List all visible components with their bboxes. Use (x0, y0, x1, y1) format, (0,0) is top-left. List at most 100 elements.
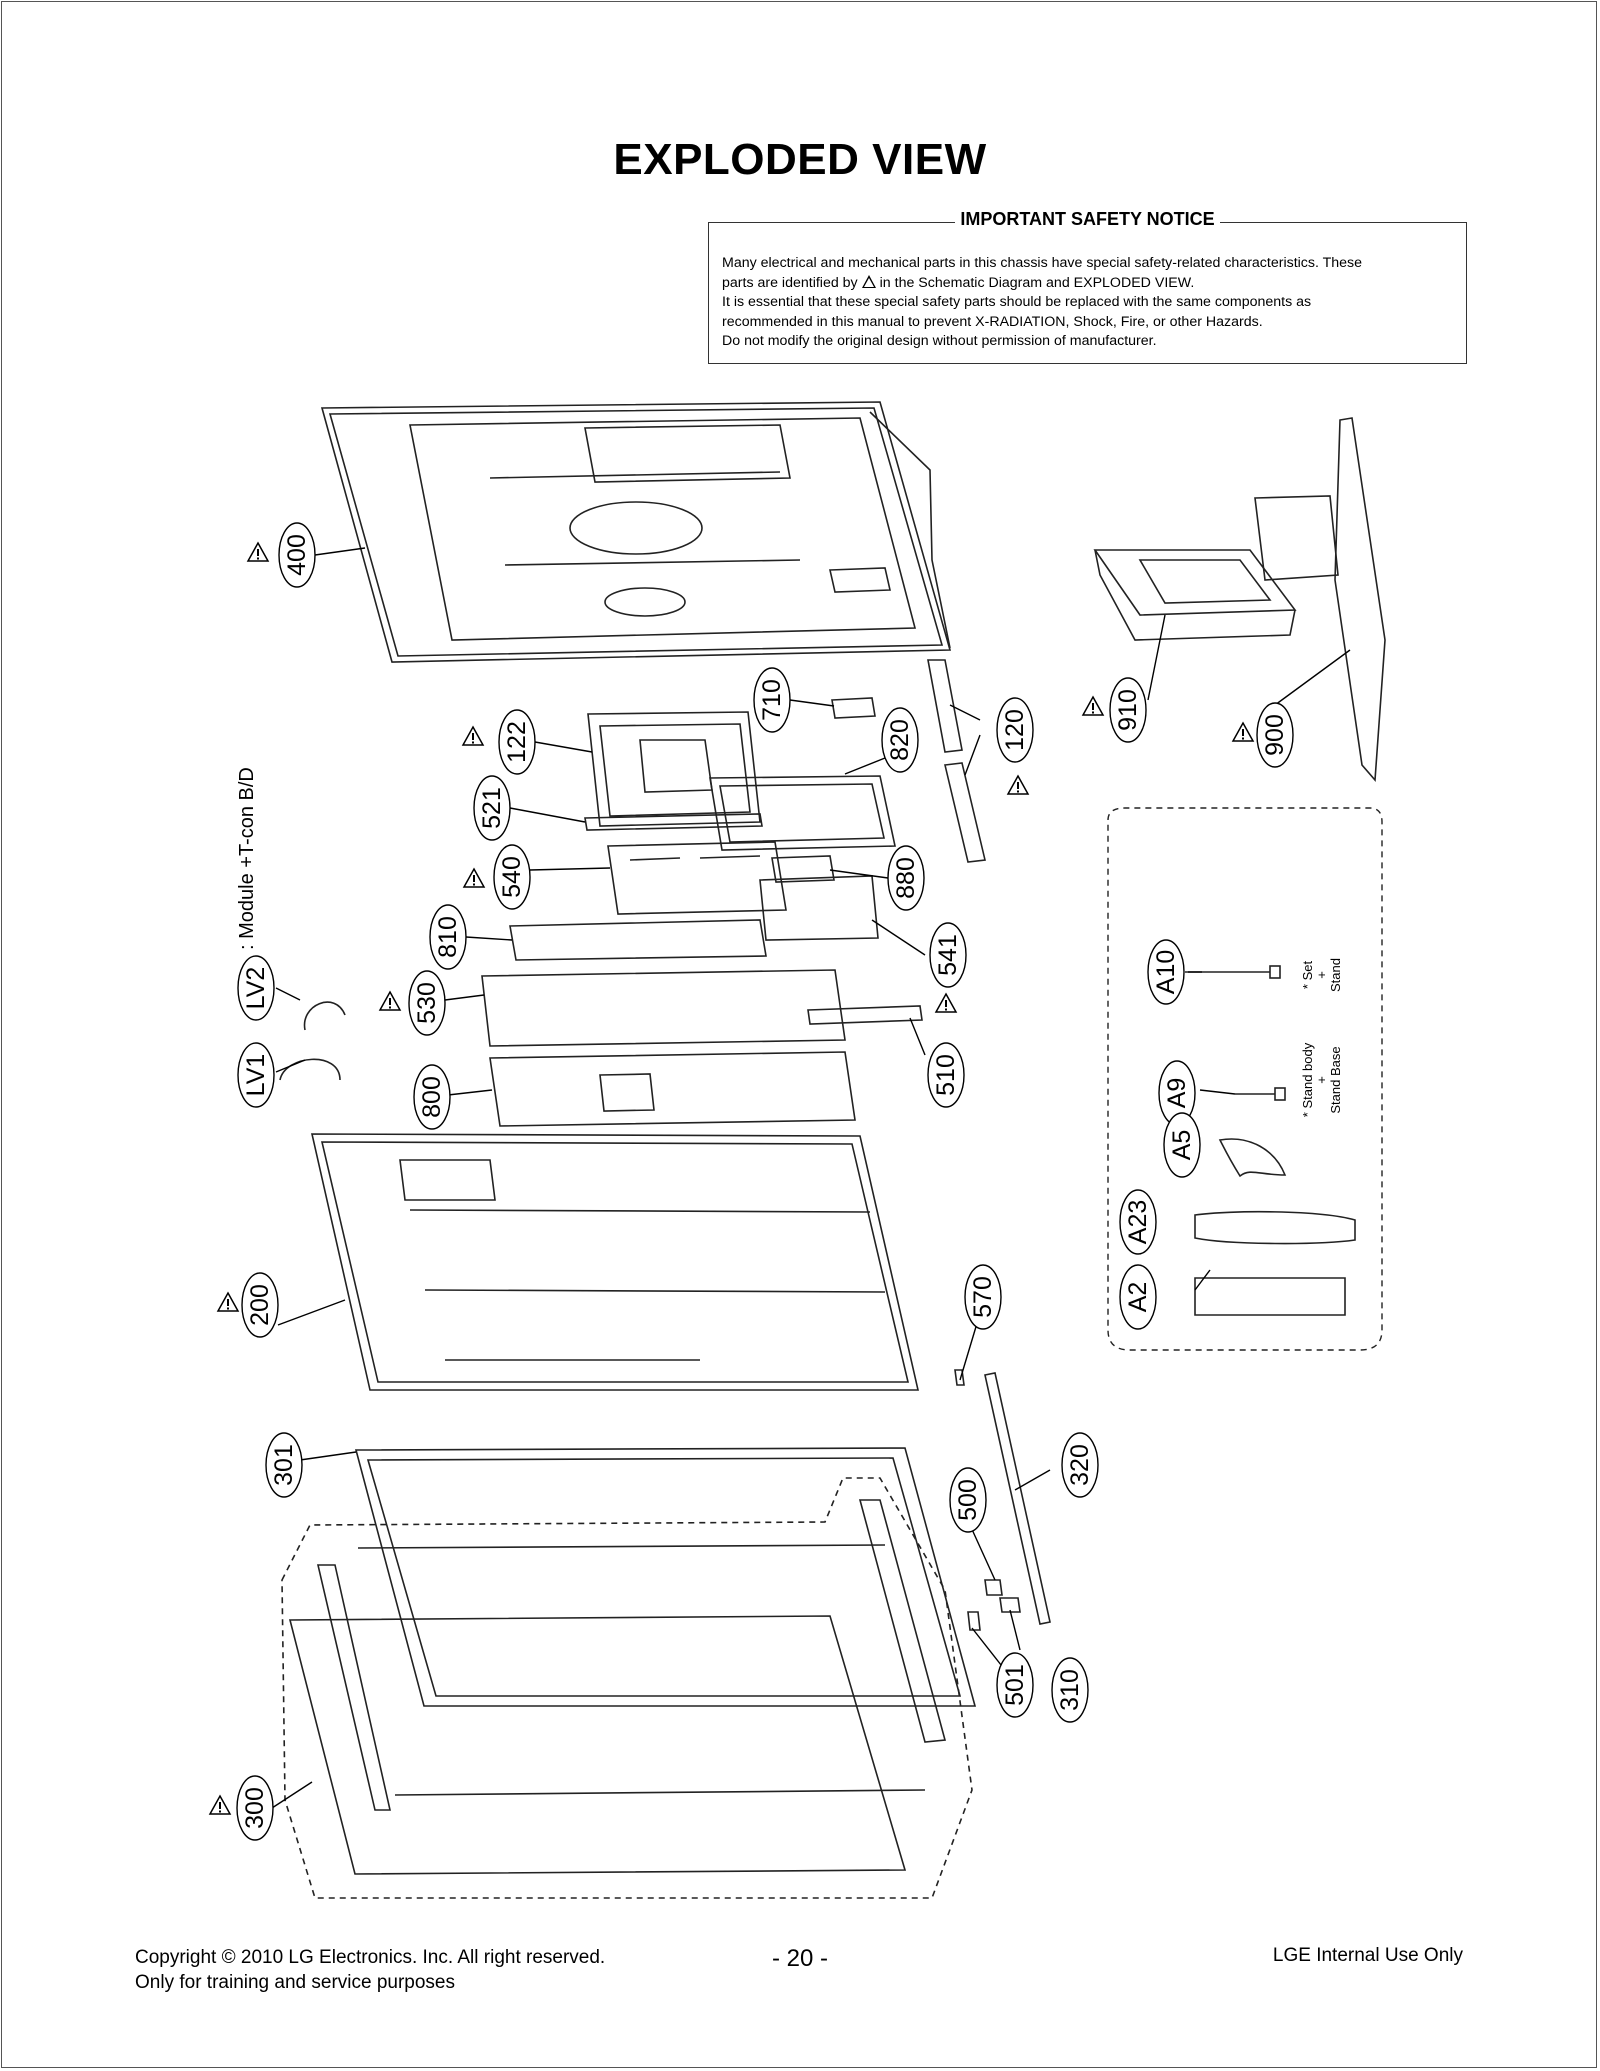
part-320-drawing (984, 1372, 1051, 1625)
warning-triangle-icon-910 (1082, 696, 1104, 716)
callout-ellipses (236, 522, 1294, 1841)
note-stand-line-3: Stand Base (1328, 1046, 1343, 1113)
callout-880: 880 (892, 857, 920, 899)
screw-a9-head (1274, 1087, 1286, 1101)
bottom-rail-drawing (394, 1789, 926, 1796)
callout-900: 900 (1261, 714, 1289, 756)
accessory-notes: * Set + Stand * Stand body + Stand Base (1300, 958, 1343, 1117)
note-set-line-1: * Set (1300, 961, 1315, 990)
panel-300-drawing (288, 1615, 907, 1875)
side-rail-left-drawing (316, 1564, 391, 1811)
part-710-drawing (831, 697, 876, 719)
part-310-drawing (999, 1597, 1021, 1613)
callout-521: 521 (478, 787, 506, 829)
callout-910: 910 (1114, 689, 1142, 731)
callout-800: 800 (418, 1076, 446, 1118)
warning-triangle-icon-400 (247, 542, 269, 562)
callout-501: 501 (1001, 1664, 1029, 1706)
safety-notice-box: IMPORTANT SAFETY NOTICE Many electrical … (708, 209, 1467, 364)
callout-122: 122 (503, 721, 531, 763)
callout-400: 400 (283, 534, 311, 576)
callout-820: 820 (886, 719, 914, 761)
part-510-drawing (807, 1005, 923, 1025)
callout-710: 710 (758, 679, 786, 721)
leader-lines (271, 547, 1351, 1809)
module-tcon-label: : Module +T-con B/D (236, 767, 258, 950)
callout-300: 300 (241, 1787, 269, 1829)
notice-line-4: recommended in this manual to prevent X-… (722, 313, 1263, 330)
callout-301: 301 (270, 1444, 298, 1486)
screw-a10-head (1269, 965, 1281, 979)
notice-line-5: Do not modify the original design withou… (722, 333, 1157, 349)
callout-lv2: LV2 (242, 967, 270, 1010)
accessory-drawings (1185, 965, 1356, 1316)
safety-notice-heading: IMPORTANT SAFETY NOTICE (709, 209, 1466, 230)
lv2-cable-drawing (303, 1001, 346, 1031)
callout-510: 510 (932, 1054, 960, 1096)
note-set-line-2: + (1314, 971, 1329, 979)
part-120-lower-drawing (944, 762, 986, 863)
callout-320: 320 (1066, 1444, 1094, 1486)
part-540-drawing (607, 841, 787, 915)
callout-120: 120 (1001, 709, 1029, 751)
warning-triangle-icon (861, 274, 876, 288)
callout-a9: A9 (1163, 1078, 1191, 1109)
accessories-box (1107, 807, 1383, 1351)
callout-200: 200 (246, 1284, 274, 1326)
notice-line-1: Many electrical and mechanical parts in … (722, 255, 1363, 271)
back-cover-drawing (320, 401, 952, 663)
part-570-drawing (954, 1369, 965, 1386)
a5-shape-drawing (1218, 1138, 1287, 1178)
notice-line-3: It is essential that these special safet… (722, 294, 1312, 310)
warning-triangle-icon-900 (1232, 722, 1254, 742)
part-541-drawing (759, 875, 879, 941)
part-880-drawing (771, 855, 835, 883)
part-122-drawing (587, 711, 761, 827)
warning-triangle-icon-122 (462, 726, 484, 746)
stand-drawing (1093, 417, 1386, 782)
warning-triangle-icon-300 (209, 1795, 231, 1815)
part-500-drawing (984, 1579, 1003, 1596)
module-200-drawing (310, 1133, 920, 1391)
callout-a10: A10 (1152, 950, 1180, 994)
part-800-drawing (489, 1051, 856, 1127)
callout-lv1: LV1 (242, 1054, 270, 1097)
warning-triangle-icon-120 (1007, 775, 1029, 795)
note-stand-line-1: * Stand body (1300, 1042, 1315, 1117)
callout-a2: A2 (1124, 1282, 1152, 1313)
assembly-300-outline (281, 1477, 973, 1899)
callout-530: 530 (413, 982, 441, 1024)
note-stand-line-2: + (1314, 1076, 1329, 1084)
callout-500: 500 (954, 1479, 982, 1521)
callout-a5: A5 (1168, 1130, 1196, 1161)
copyright-text: Copyright © 2010 LG Electronics. Inc. Al… (135, 1947, 606, 1968)
internal-use-text: LGE Internal Use Only (1272, 1945, 1463, 1966)
remote-a23-drawing (1194, 1210, 1356, 1245)
front-frame-301-drawing (354, 1447, 977, 1707)
callout-a23: A23 (1124, 1200, 1152, 1244)
warning-triangle-icon-510 (935, 993, 957, 1013)
warning-triangle-icon-200 (217, 1292, 239, 1312)
callout-labels: 400 122 521 540 810 530 800 200 301 300 … (241, 534, 1289, 1829)
page-title: EXPLODED VIEW (613, 135, 987, 184)
callout-540: 540 (498, 856, 526, 898)
part-501-drawing (967, 1611, 981, 1631)
warning-triangle-icon-530 (379, 991, 401, 1011)
note-set-line-3: Stand (1328, 958, 1343, 992)
top-rail-drawing (357, 1544, 886, 1549)
lv1-cable-drawing (279, 1058, 341, 1081)
callout-310: 310 (1056, 1669, 1084, 1711)
part-521-drawing (584, 813, 763, 831)
part-810-drawing (509, 919, 767, 961)
footer-left: Copyright © 2010 LG Electronics. Inc. Al… (135, 1945, 605, 1995)
training-text: Only for training and service purposes (135, 1972, 455, 1993)
callout-810: 810 (434, 916, 462, 958)
part-530-drawing (481, 969, 846, 1047)
warning-triangle-icons (209, 542, 1254, 1815)
part-820-drawing (709, 775, 896, 851)
callout-541: 541 (934, 934, 962, 976)
safety-notice-body: Many electrical and mechanical parts in … (722, 254, 1453, 352)
